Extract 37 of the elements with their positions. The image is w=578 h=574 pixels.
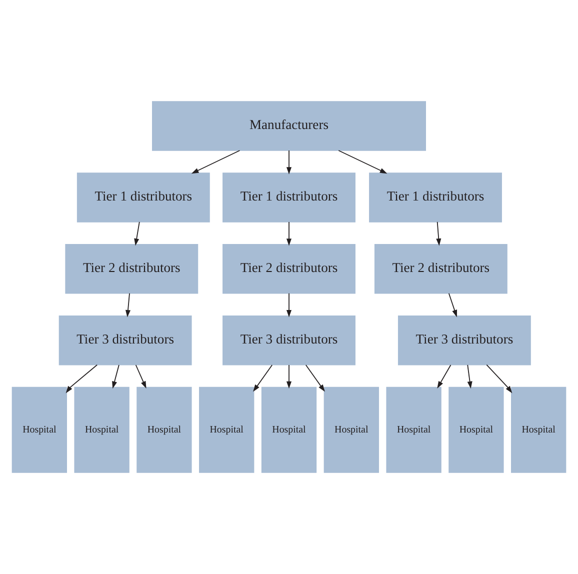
arrow	[448, 292, 457, 318]
arrow	[338, 150, 388, 174]
arrow	[286, 292, 292, 318]
node-box: Tier 3 distributors	[398, 315, 531, 366]
node-box: Tier 2 distributors	[222, 244, 356, 294]
node-box: Tier 3 distributors	[58, 315, 192, 366]
node-box: Tier 1 distributors	[76, 172, 210, 222]
arrow	[191, 150, 240, 174]
node-box: Hospital	[324, 386, 379, 473]
node-box: Hospital	[448, 386, 504, 473]
arrow	[286, 222, 292, 246]
arrow	[305, 364, 325, 392]
node-box: Manufacturers	[152, 101, 426, 151]
node-box: Hospital	[136, 386, 192, 473]
arrow	[112, 364, 120, 389]
arrow	[253, 364, 273, 392]
node-box: Tier 2 distributors	[65, 244, 198, 294]
arrow	[134, 222, 140, 246]
arrow	[135, 364, 146, 389]
arrow	[437, 364, 452, 388]
node-box: Tier 2 distributors	[374, 244, 508, 294]
node-box: Tier 1 distributors	[222, 172, 356, 222]
arrow	[436, 222, 442, 246]
node-box: Hospital	[261, 386, 317, 473]
arrow	[286, 150, 292, 174]
node-box: Tier 3 distributors	[222, 315, 356, 366]
arrow	[486, 364, 512, 394]
node-box: Tier 1 distributors	[369, 172, 502, 222]
arrow	[286, 364, 292, 389]
node-box: Hospital	[386, 386, 442, 473]
arrow	[467, 364, 472, 389]
node-box: Hospital	[199, 386, 254, 473]
node-box: Hospital	[12, 386, 67, 473]
arrow	[66, 364, 98, 394]
node-box: Hospital	[74, 386, 130, 473]
arrow	[125, 292, 131, 318]
node-box: Hospital	[511, 386, 566, 473]
